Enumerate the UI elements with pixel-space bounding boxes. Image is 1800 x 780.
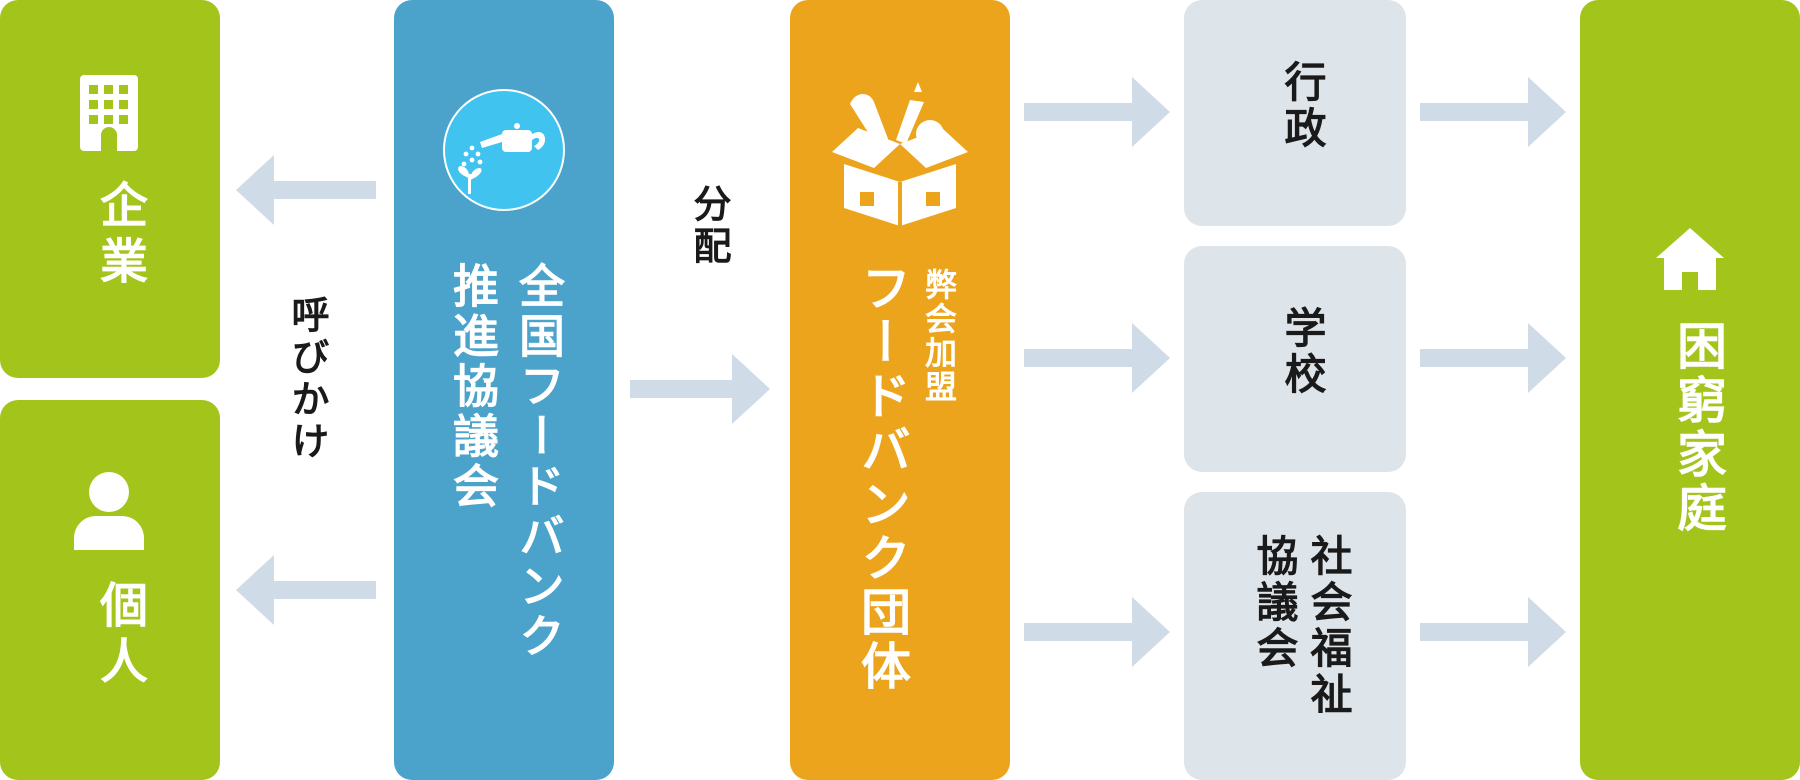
person-icon	[74, 472, 144, 550]
arrow-school-to-final	[1420, 323, 1566, 393]
arrow-to-individual	[236, 555, 376, 625]
destination-welfare-label-line2: 協議会	[1250, 534, 1299, 672]
house-icon	[1656, 228, 1724, 290]
destination-welfare-label-line1: 社会福祉	[1304, 534, 1353, 718]
member-label-small: 弊会加盟	[920, 268, 958, 404]
member-foodbank-box: 弊会加盟 フードバンク団体	[790, 0, 1010, 780]
destination-welfare-box: 社会福祉 協議会	[1184, 492, 1406, 780]
watering-can-sprout-icon	[443, 89, 565, 211]
destination-admin-box: 行政	[1184, 0, 1406, 226]
individual-box: 個人	[0, 400, 220, 780]
final-households-label: 困窮家庭	[1669, 320, 1727, 536]
food-box-icon	[832, 82, 968, 226]
destination-admin-label: 行政	[1278, 60, 1327, 152]
national-council-box: 全国フードバンク 推進協議会	[394, 0, 614, 780]
arrow-to-welfare	[1024, 597, 1170, 667]
call-label: 呼びかけ	[285, 295, 329, 463]
member-label-main: フードバンク団体	[853, 262, 911, 694]
final-households-box: 困窮家庭	[1580, 0, 1800, 780]
distribute-label: 分配	[687, 184, 731, 268]
national-label-line1: 全国フードバンク	[512, 262, 566, 662]
arrow-to-member	[630, 354, 770, 424]
arrow-to-admin	[1024, 77, 1170, 147]
destination-school-label: 学校	[1278, 306, 1327, 398]
company-box: 企業	[0, 0, 220, 378]
arrow-to-school	[1024, 323, 1170, 393]
national-label-line2: 推進協議会	[446, 262, 500, 512]
individual-label: 個人	[91, 580, 147, 692]
arrow-admin-to-final	[1420, 77, 1566, 147]
destination-school-box: 学校	[1184, 246, 1406, 472]
building-icon	[80, 75, 138, 151]
arrow-welfare-to-final	[1420, 597, 1566, 667]
arrow-to-company	[236, 155, 376, 225]
company-label: 企業	[91, 180, 147, 292]
